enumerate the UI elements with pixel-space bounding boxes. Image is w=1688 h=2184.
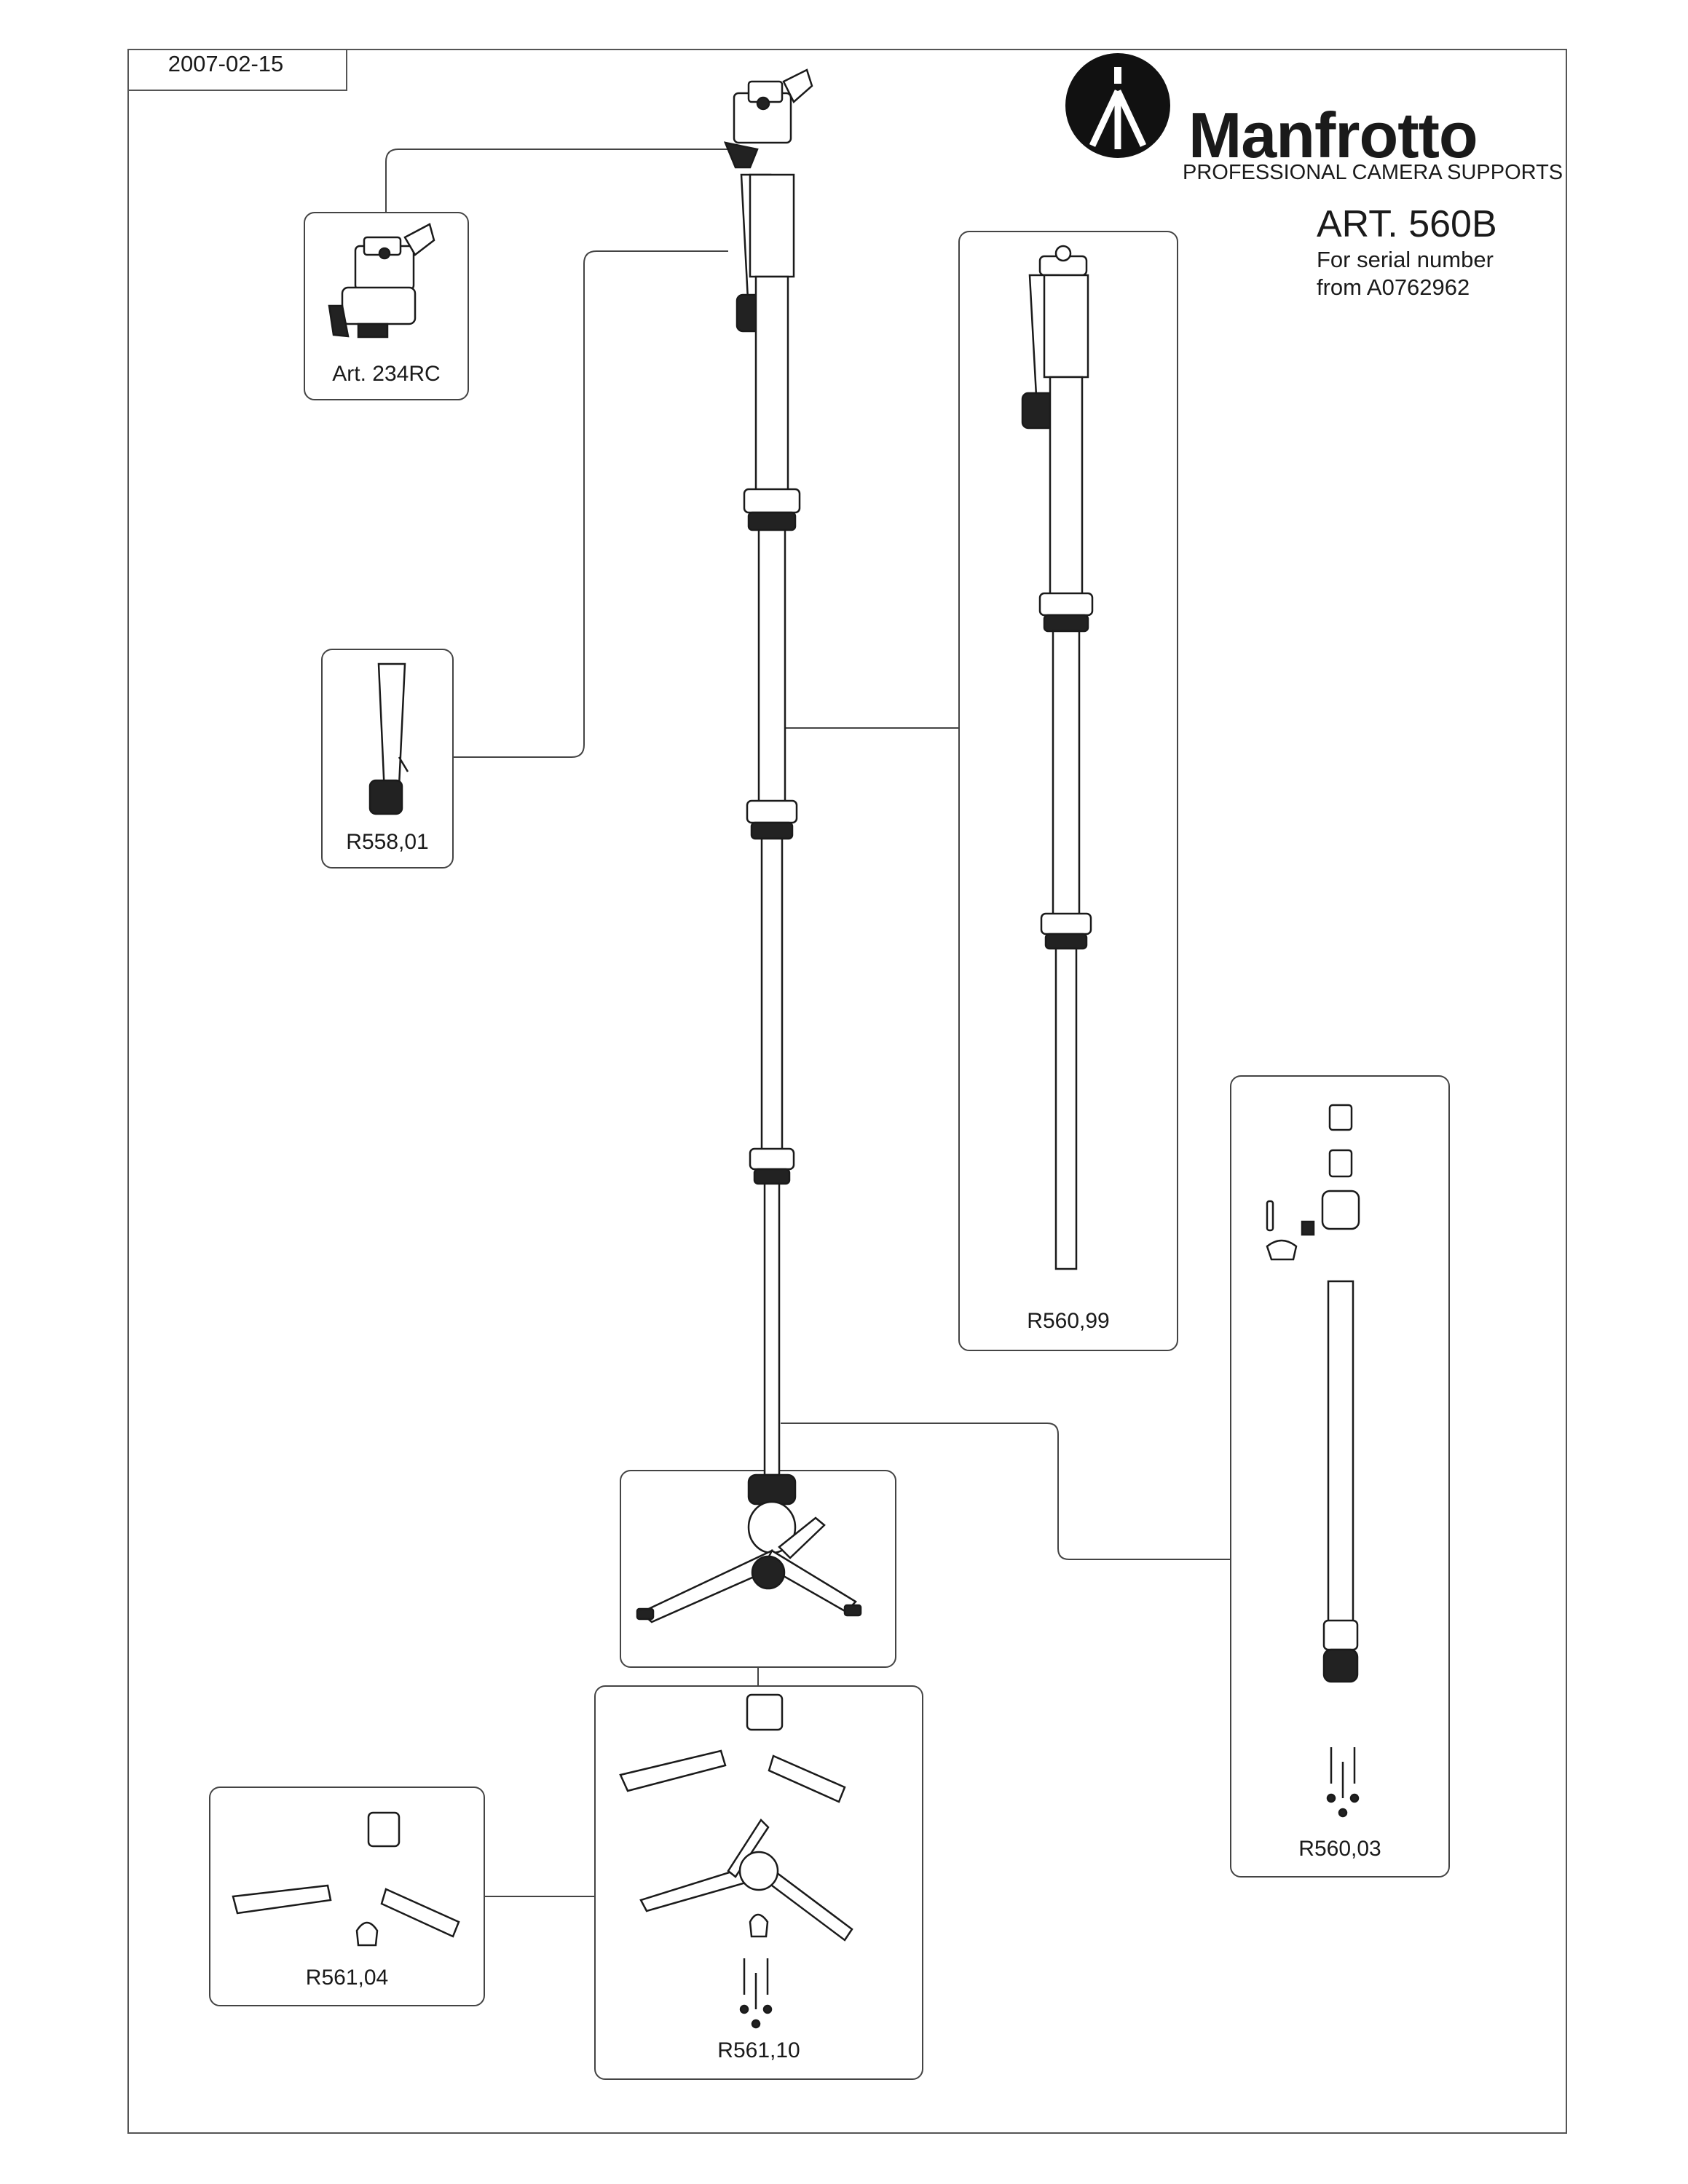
monopod-assembly-drawing: [636, 68, 862, 1623]
date-box: [127, 49, 347, 91]
part-label-234rc: Art. 234RC: [332, 362, 441, 386]
part-label-r560-99: R560,99: [1027, 1309, 1110, 1333]
brand-tagline: PROFESSIONAL CAMERA SUPPORTS: [1183, 161, 1563, 184]
serial-note-line2: from A0762962: [1317, 274, 1470, 300]
r561-04-parts-drawing: [232, 1811, 460, 1947]
234rc-head-drawing: [328, 223, 435, 339]
manfrotto-logo-icon: [1065, 53, 1170, 158]
part-box-r558-01: [321, 649, 454, 869]
part-label-r561-04: R561,04: [305, 1966, 389, 1990]
r558-01-lever-drawing: [368, 662, 409, 815]
part-label-r560-03: R560,03: [1298, 1837, 1381, 1861]
article-number: ART. 560B: [1317, 203, 1497, 245]
brand-name: Manfrotto: [1188, 99, 1478, 171]
r561-10-base-drawing: [619, 1693, 853, 2029]
part-label-r561-10: R561,10: [717, 2038, 800, 2062]
outer-frame: [127, 49, 1567, 2134]
r560-99-column-drawing: [1021, 245, 1094, 1270]
part-box-r560-99: [958, 231, 1178, 1351]
r560-03-parts-drawing: [1266, 1104, 1360, 1818]
part-box-r560-03: [1230, 1075, 1450, 1878]
serial-note-line1: For serial number: [1317, 247, 1494, 272]
part-label-r558-01: R558,01: [346, 830, 429, 854]
document-date: 2007-02-15: [167, 51, 284, 76]
leader-lines: [385, 149, 1231, 1897]
